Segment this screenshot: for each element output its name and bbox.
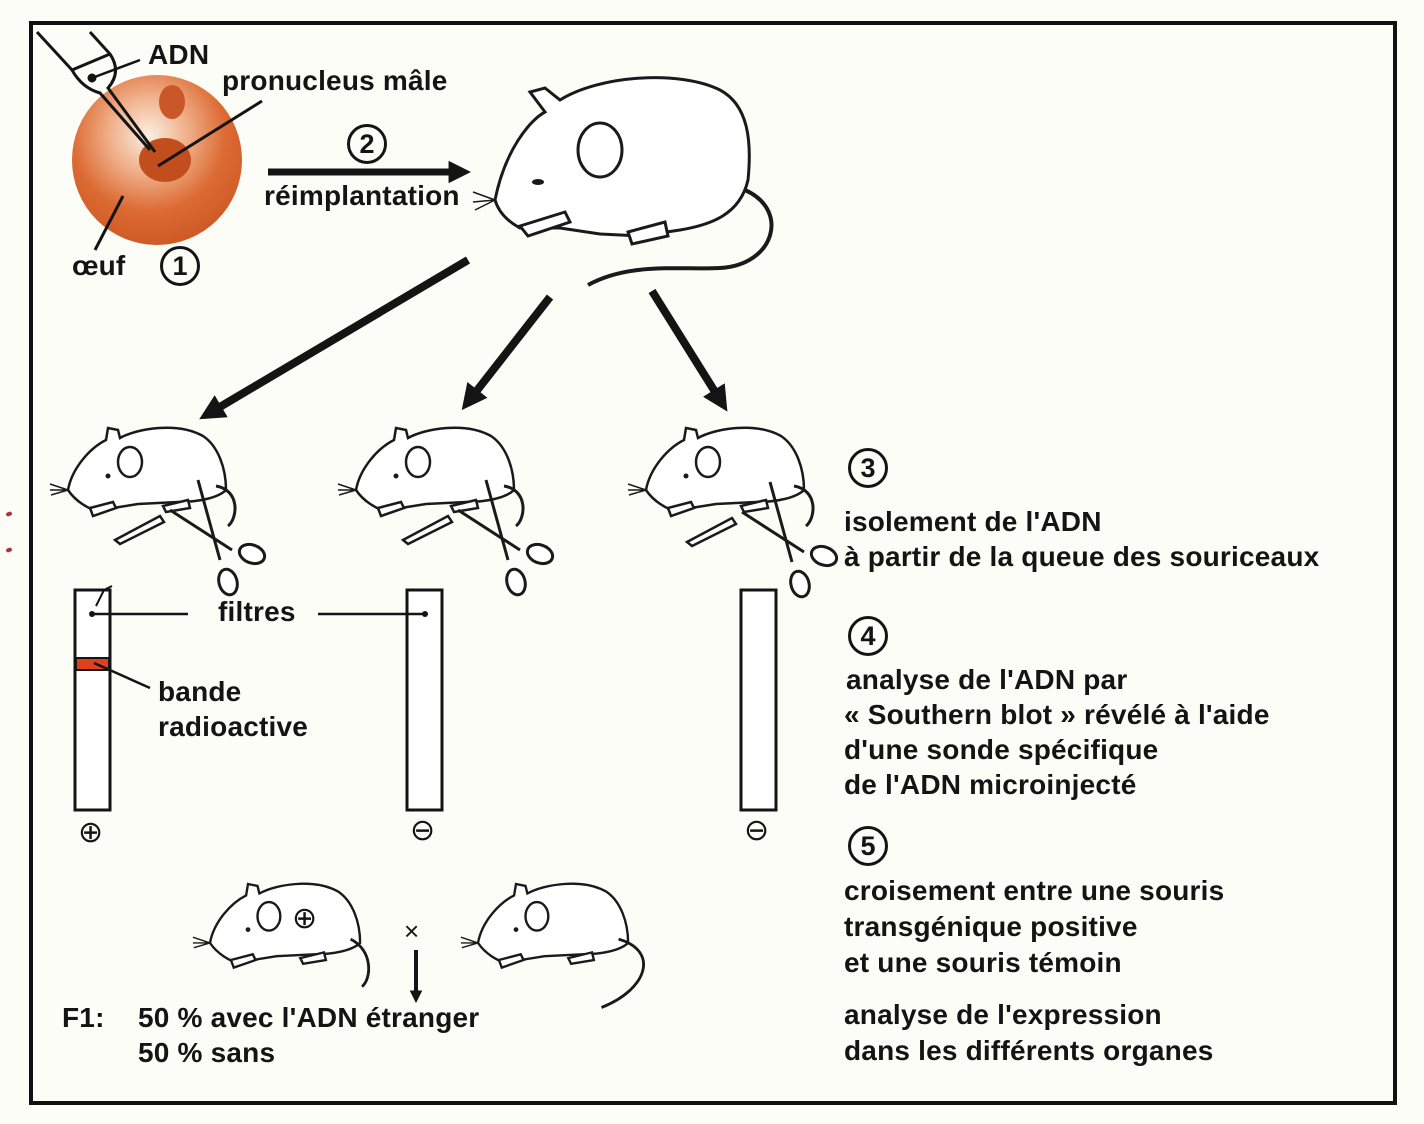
positive-result-icon: ⊕ (78, 816, 104, 849)
pup-1-illustration (48, 426, 237, 528)
step-5-badge: 5 (848, 826, 888, 866)
female-pronucleus (159, 85, 185, 119)
expression-line-2: dans les différents organes (844, 1035, 1214, 1066)
dna-label: ADN (148, 39, 210, 70)
arrow-to-pup-2 (461, 294, 554, 411)
step-4-line-3: d'une sonde spécifique (844, 734, 1159, 765)
expression-line-1: analyse de l'expression (844, 999, 1162, 1030)
transgenic-positive-icon: ⊕ (292, 902, 318, 935)
negative-result-icon-2: ⊖ (744, 814, 770, 847)
step-5-line-2: transgénique positive (844, 911, 1138, 942)
pronucleus-leader (157, 99, 263, 168)
band-leader (93, 661, 151, 690)
step-4-line-4: de l'ADN microinjecté (844, 769, 1137, 800)
pronucleus-label: pronucleus mâle (222, 65, 448, 96)
filter-strip-3 (739, 588, 778, 812)
control-mouse-illustration (459, 882, 645, 1009)
f1-line-2: 50 % sans (138, 1037, 276, 1068)
step-4-line-2: « Southern blot » révélé à l'aide (844, 699, 1270, 730)
step-4-line-1: analyse de l'ADN par (846, 664, 1128, 695)
band-label-line-2: radioactive (158, 711, 309, 742)
egg-leader (93, 195, 125, 251)
micropipette-icon (35, 30, 157, 153)
f1-line-1: 50 % avec l'ADN étranger (138, 1002, 480, 1033)
pup-2-illustration (336, 426, 525, 528)
step-3-line-2: à partir de la queue des souriceaux (844, 541, 1320, 572)
diagram-frame (29, 21, 1397, 1105)
mother-mouse-illustration (472, 76, 774, 287)
filter-strip-2 (405, 588, 444, 812)
step-2-badge: 2 (347, 124, 387, 164)
step-3-line-1: isolement de l'ADN (844, 506, 1102, 537)
step-4-badge: 4 (848, 616, 888, 656)
negative-result-icon-1: ⊖ (410, 814, 436, 847)
transgenic-mouse-illustration (191, 882, 371, 988)
cross-symbol: × (404, 916, 420, 946)
egg-label: œuf (72, 250, 126, 281)
step-1-badge: 1 (160, 246, 200, 286)
band-label-line-1: bande (158, 676, 242, 707)
reimplantation-label: réimplantation (264, 180, 460, 211)
filter-strip-1 (73, 588, 112, 812)
pup-3-illustration (626, 426, 815, 528)
arrow-to-pup-1 (199, 256, 471, 420)
filters-label: filtres (218, 596, 296, 627)
egg-illustration (72, 75, 242, 245)
f1-label: F1: (62, 1002, 105, 1033)
arrow-to-pup-3 (648, 288, 728, 412)
step-5-line-3: et une souris témoin (844, 947, 1122, 978)
step-5-line-1: croisement entre une souris (844, 875, 1225, 906)
step-3-badge: 3 (848, 448, 888, 488)
